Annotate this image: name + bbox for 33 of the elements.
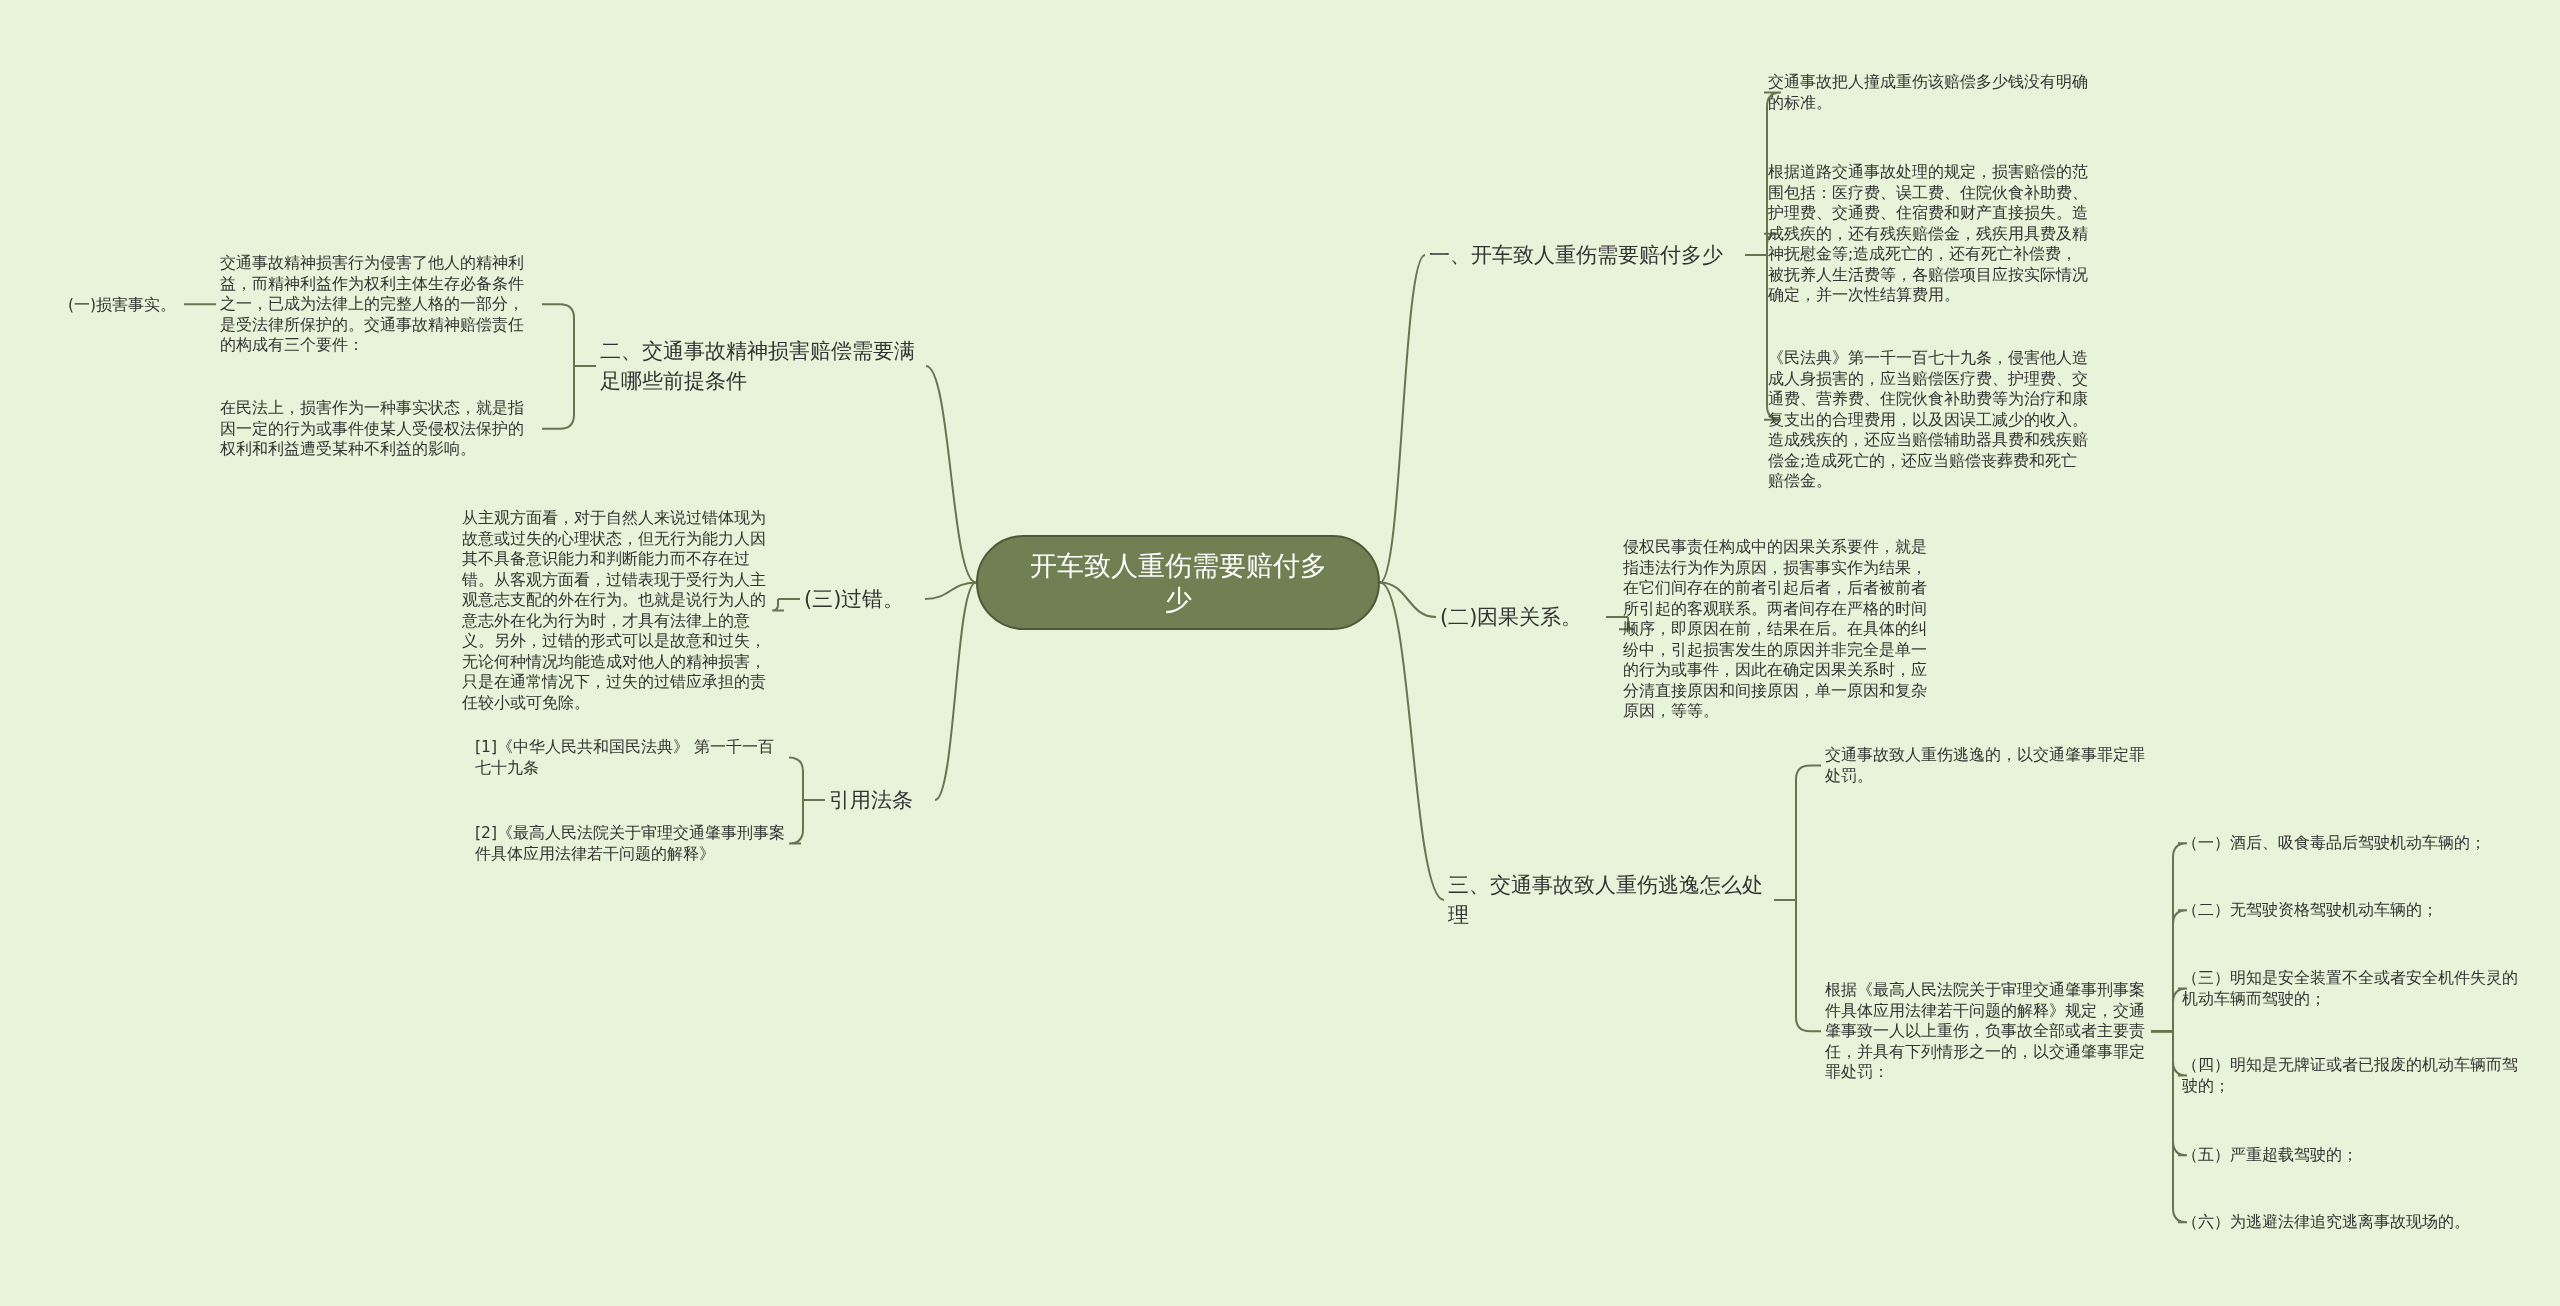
leaf-topic: （一）酒后、吸食毒品后驾驶机动车辆的； [2178,831,2553,856]
leaf-topic: 在民法上，损害作为一种事实状态，就是指因一定的行为或事件使某人受侵权法保护的权利和利益遭受某种不利益的影响。 [216,396,542,462]
leaf-topic: 交通事故精神损害行为侵害了他人的精神利益，而精神利益作为权利主体生存必备条件之一，已成为法律上的完整人格的一部分，是受法律所保护的。交通事故精神赔偿责任的构成有三个要件： [216,251,542,358]
leaf-topic: (一)损害事实。 [64,293,184,318]
branch-topic: 引用法条 [825,783,935,817]
central-topic: 开车致人重伤需要赔付多少 [976,535,1380,630]
connector-line [788,799,826,845]
branch-topic: (二)因果关系。 [1436,600,1606,634]
leaf-topic: [2]《最高人民法院关于审理交通肇事刑事案件具体应用法律若干问题的解释》 [471,821,801,866]
leaf-topic: （三）明知是安全装置不全或者安全机件失灵的机动车辆而驾驶的； [2178,966,2528,1011]
leaf-topic: （二）无驾驶资格驾驶机动车辆的； [2178,898,2553,923]
leaf-topic: [1]《中华人民共和国民法典》 第一千一百七十九条 [471,735,789,780]
leaf-topic: （四）明知是无牌证或者已报废的机动车辆而驾驶的； [2178,1053,2528,1098]
leaf-topic: 交通事故致人重伤逃逸的，以交通肇事罪定罪处罚。 [1821,743,2151,788]
connector-line [934,581,977,801]
leaf-topic: 根据《最高人民法院关于审理交通肇事刑事案件具体应用法律若干问题的解释》规定，交通肇事致一人以上重伤，负事故全部或者主要责任，并具有下列情形之一的，以交通肇事罪定罪处罚： [1821,978,2151,1085]
connector-line [183,303,217,306]
branch-topic: 一、开车致人重伤需要赔付多少 [1425,238,1745,272]
leaf-topic: （五）严重超载驾驶的； [2178,1143,2553,1168]
connector-line [1379,581,1445,901]
leaf-topic: （六）为逃避法律追究逃离事故现场的。 [2178,1210,2553,1235]
branch-topic: 三、交通事故致人重伤逃逸怎么处理 [1444,868,1774,932]
connector-line [771,598,801,612]
connector-line [924,581,977,600]
connector-line [2150,1030,2188,1224]
leaf-topic: 从主观方面看，对于自然人来说过错体现为故意或过失的心理状态，但无行为能力人因其不具备意识能力和判断能力而不存在过错。从客观方面看，过错表现于受行为人主观意志支配的外在行为。也就是说行为人的意志外在化为行为时，才具有法律上的意义。另外，过错的形式可以是故意和过失，无论何种情况均能造成对他人的精神损害，只是在通常情况下，过失的过错应承担的责任较小或可免除。 [458,506,784,715]
connector-line [1379,254,1426,584]
connector-line [541,365,597,430]
leaf-topic: 交通事故把人撞成重伤该赔偿多少钱没有明确的标准。 [1764,70,2094,115]
connector-line [925,365,977,584]
branch-topic: (三)过错。 [800,582,925,616]
leaf-topic: 根据道路交通事故处理的规定，损害赔偿的范围包括：医疗费、误工费、住院伙食补助费、护理费、交通费、住宿费和财产直接损失。造成残疾的，还有残疾赔偿金，残疾用具费及精神抚慰金等;造成死亡的，还有死亡补偿费，被抚养人生活费等，各赔偿项目应按实际情况确定，并一次性结算费用。 [1764,160,2094,308]
branch-topic: 二、交通事故精神损害赔偿需要满足哪些前提条件 [596,334,926,398]
